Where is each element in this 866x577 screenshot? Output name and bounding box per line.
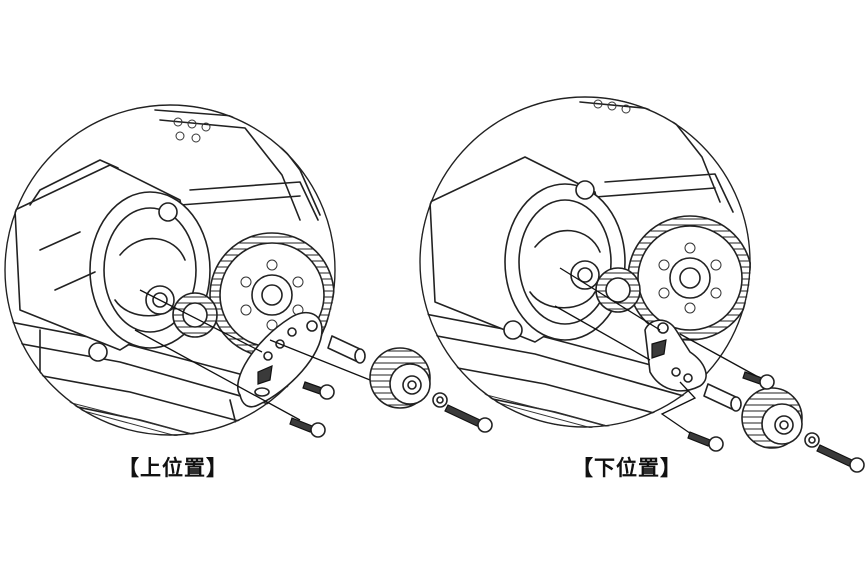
chassis-cutaway-left — [4, 104, 336, 436]
frame-arm-left — [154, 109, 321, 221]
motor-plate-icon-right — [644, 319, 707, 392]
lower-position-panel — [419, 96, 865, 473]
washer-icon-left — [432, 392, 448, 408]
cap-screw-icon-right-3 — [816, 444, 865, 473]
cap-screw-icon-left-2 — [289, 417, 326, 438]
chassis-cutaway-right — [419, 96, 751, 428]
motor-icon-left — [14, 159, 211, 362]
mounted-pinion-icon-right — [595, 267, 641, 313]
cap-screw-icon-right-1 — [742, 371, 775, 390]
pinion-gear-icon-left — [369, 347, 431, 409]
mounted-pinion-icon-left — [172, 292, 218, 338]
cap-screw-icon-right-2 — [687, 431, 724, 452]
upper-position-caption: 【上位置】 — [118, 456, 228, 480]
motor-icon-right — [429, 156, 626, 343]
cap-screw-icon-left-1 — [302, 381, 335, 400]
upper-position-panel — [4, 104, 493, 438]
spacer-icon-right — [703, 383, 742, 412]
motor-plate-icon-left — [237, 311, 323, 408]
spur-gear-icon-right — [627, 215, 751, 341]
lower-position-caption: 【下位置】 — [572, 456, 682, 480]
frame-arm-right — [574, 96, 741, 213]
guide-lines-right — [554, 267, 761, 441]
cap-screw-icon-left-3 — [444, 404, 493, 433]
washer-icon-right — [804, 432, 820, 448]
spacer-icon-left — [327, 335, 366, 364]
guide-lines-left — [134, 289, 376, 421]
pinion-gear-icon-right — [741, 387, 803, 449]
